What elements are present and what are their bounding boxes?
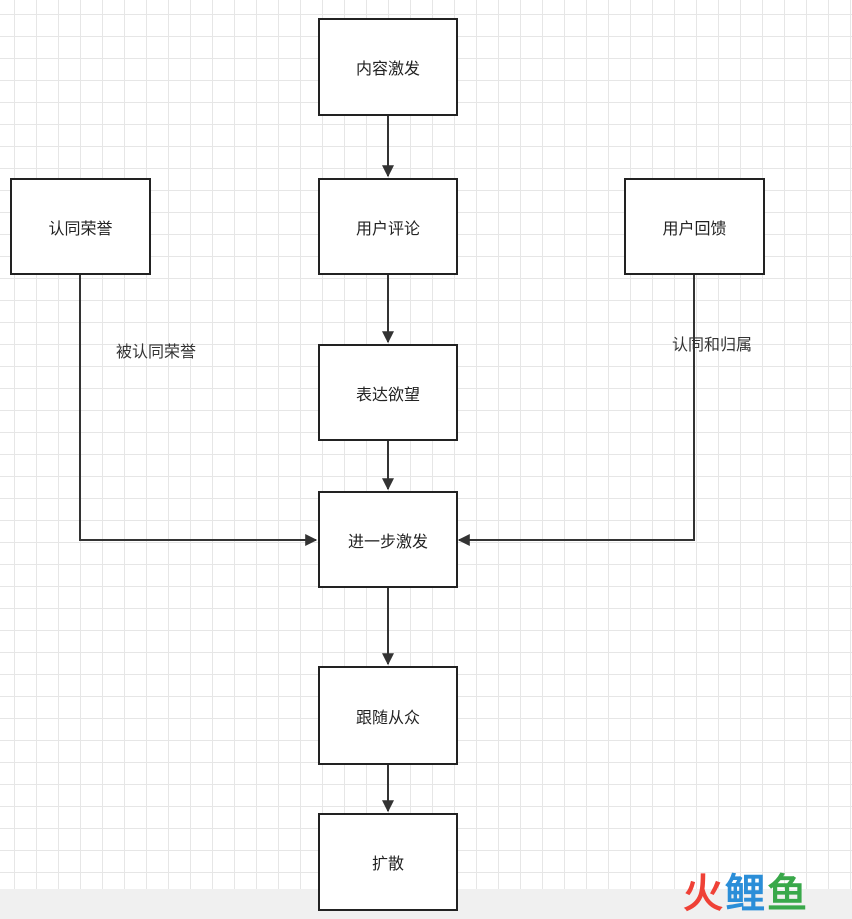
node-label: 内容激发 xyxy=(355,59,420,78)
node-label: 进一步激发 xyxy=(347,531,428,551)
watermark-logo: 火鲤鱼 xyxy=(683,870,809,918)
node-label: 用户评论 xyxy=(355,218,420,238)
node-express-desire[interactable]: 表达欲望 xyxy=(318,344,458,441)
watermark-char: 鲤 xyxy=(725,871,767,917)
edge-label-right: 认同和归属 xyxy=(672,335,753,354)
node-spread[interactable]: 扩散 xyxy=(318,813,458,911)
node-label: 表达欲望 xyxy=(355,384,420,404)
edge-label-left: 被认同荣誉 xyxy=(116,342,197,361)
edge-feedback-to-further xyxy=(457,275,695,546)
watermark-char: 火 xyxy=(683,871,725,917)
node-label: 扩散 xyxy=(371,854,404,873)
node-label: 认同荣誉 xyxy=(48,218,113,238)
edge-recognition-to-further xyxy=(79,275,318,546)
node-user-feedback[interactable]: 用户回馈 xyxy=(624,178,765,275)
node-label: 用户回馈 xyxy=(662,218,727,238)
node-label: 跟随从众 xyxy=(355,707,420,727)
node-user-comment[interactable]: 用户评论 xyxy=(318,178,458,275)
node-further-stimulus[interactable]: 进一步激发 xyxy=(318,491,458,588)
node-follow-crowd[interactable]: 跟随从众 xyxy=(318,666,458,765)
watermark-char: 鱼 xyxy=(767,871,809,917)
node-recognition-honor[interactable]: 认同荣誉 xyxy=(10,178,151,275)
node-content-stimulus[interactable]: 内容激发 xyxy=(318,18,458,116)
